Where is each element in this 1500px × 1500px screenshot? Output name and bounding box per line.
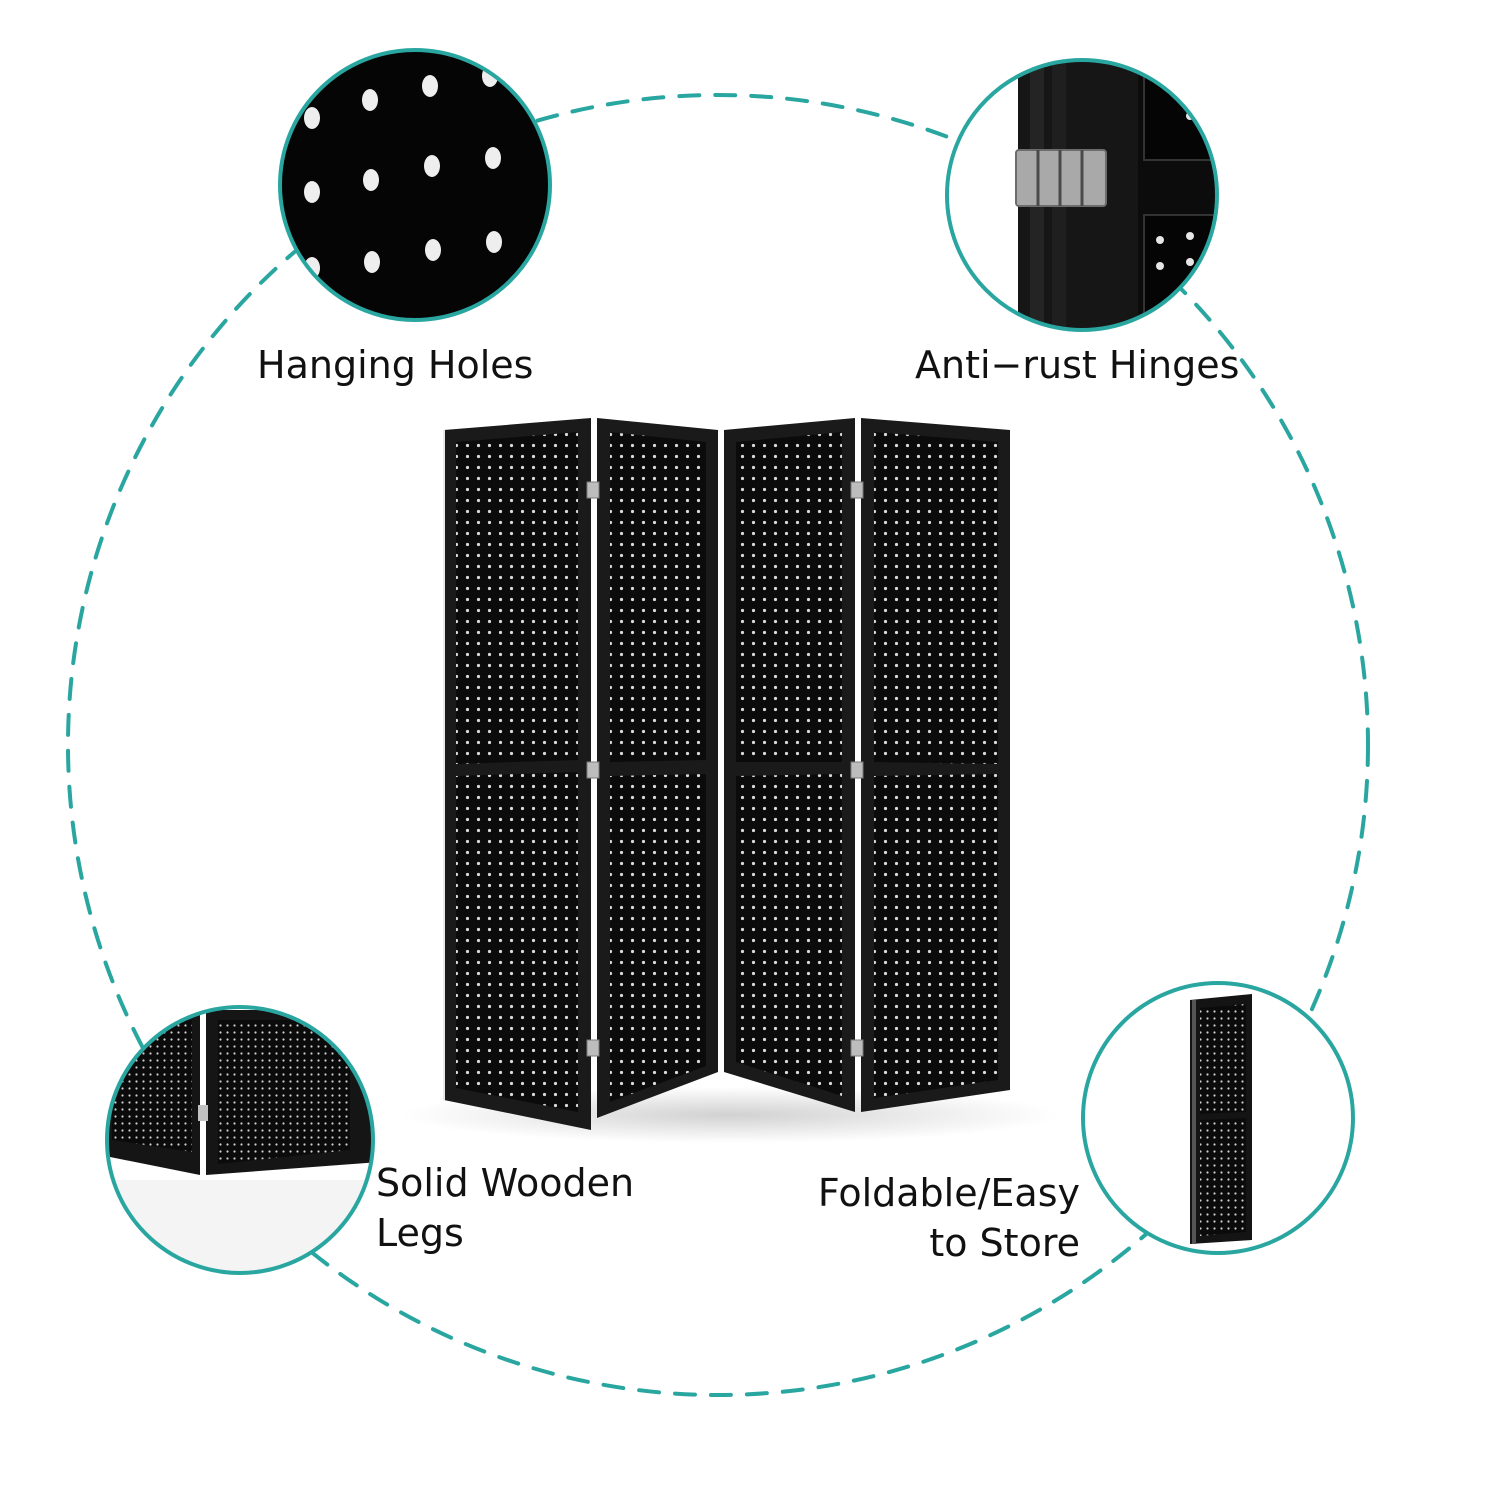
anti-rust-hinges-text: Anti−rust Hinges [915, 343, 1240, 387]
foldable-label: Foldable/Easy to Store [780, 1168, 1080, 1268]
foldable-line1: Foldable/Easy [817, 1171, 1080, 1215]
foldable-line2: to Store [929, 1221, 1080, 1265]
folded-panel-image [1081, 981, 1355, 1255]
hinge-closeup-image [945, 58, 1219, 332]
solid-wooden-legs-line2: Legs [376, 1211, 464, 1255]
anti-rust-hinges-label: Anti−rust Hinges [915, 340, 1239, 390]
solid-wooden-legs-label: Solid Wooden Legs [376, 1158, 634, 1258]
solid-wooden-legs-line1: Solid Wooden [376, 1161, 635, 1205]
pegboard-closeup-image [278, 48, 552, 322]
hanging-holes-text: Hanging Holes [257, 343, 534, 387]
hanging-holes-label: Hanging Holes [257, 340, 533, 390]
panel-corner-closeup-image [105, 1005, 375, 1275]
